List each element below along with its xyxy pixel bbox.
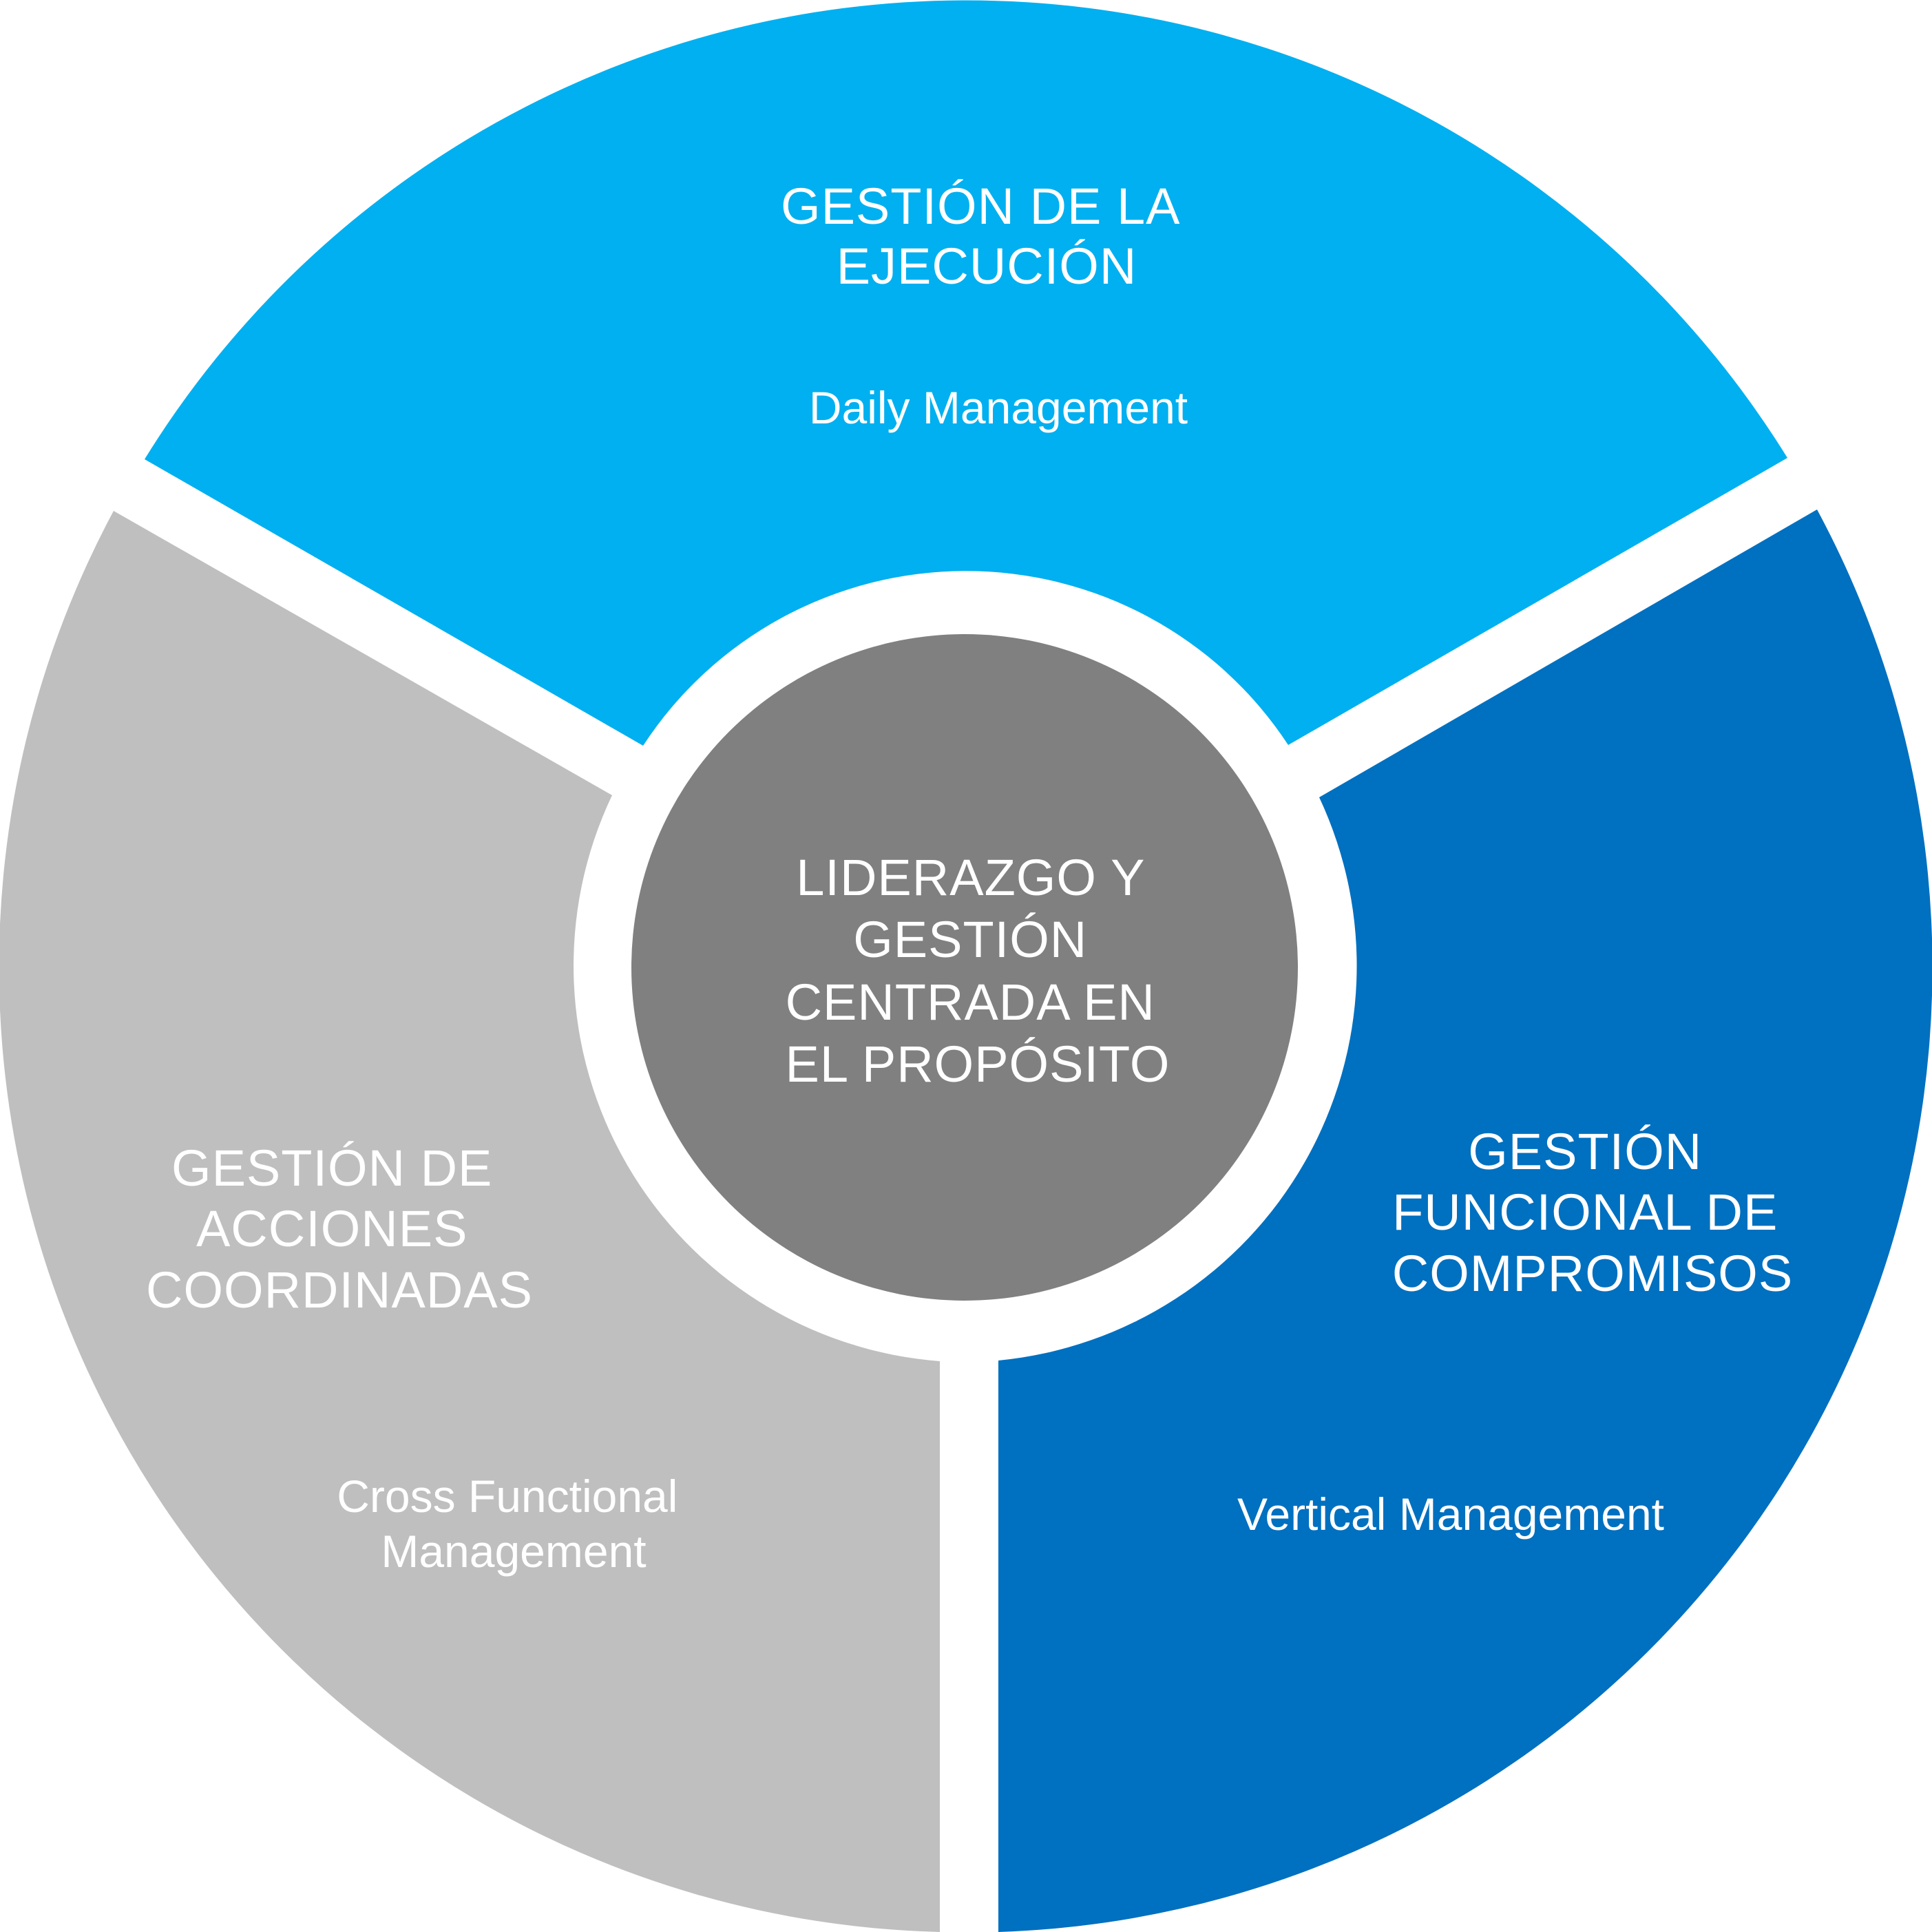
segment-title-line: GESTIÓN DE <box>171 1140 492 1197</box>
center-title-line: LIDERAZGO Y <box>796 849 1144 906</box>
segment-subtitle-line: Vertical Management <box>1237 1489 1664 1540</box>
center-circle <box>631 634 1298 1301</box>
segment-ejecucion-title: GESTIÓN DE LA EJECUCIÓN <box>781 178 1193 295</box>
segment-title-line: EJECUCIÓN <box>837 238 1137 295</box>
segment-compromisos-subtitle: Vertical Management <box>1237 1489 1664 1540</box>
segment-ejecucion-subtitle: Daily Management <box>809 382 1188 433</box>
segment-title-line: GESTIÓN <box>1468 1123 1702 1180</box>
segment-coordinadas-subtitle: Cross Functional Management <box>337 1471 691 1577</box>
center-title: LIDERAZGO Y GESTIÓN CENTRADA EN EL PROPÓ… <box>786 849 1170 1093</box>
segment-coordinadas-title: GESTIÓN DE ACCIONES COORDINADAS <box>146 1140 533 1319</box>
segment-title-line: COMPROMISOS <box>1392 1245 1793 1302</box>
center-title-line: CENTRADA EN <box>786 974 1155 1031</box>
segment-subtitle-line: Daily Management <box>809 382 1188 433</box>
segment-compromisos <box>998 510 1932 1932</box>
segment-title-line: GESTIÓN DE LA <box>781 178 1180 235</box>
segment-subtitle-line: Cross Functional <box>337 1471 678 1522</box>
segment-coordinadas <box>0 511 940 1932</box>
segment-title-line: COORDINADAS <box>146 1261 533 1319</box>
segment-title-line: FUNCIONAL DE <box>1392 1184 1778 1241</box>
segment-title-line: ACCIONES <box>196 1200 468 1257</box>
center-title-line: EL PROPÓSITO <box>786 1036 1170 1093</box>
segment-subtitle-line: Management <box>381 1526 646 1577</box>
segment-compromisos-title: GESTIÓN FUNCIONAL DE COMPROMISOS <box>1392 1123 1793 1302</box>
center-title-line: GESTIÓN <box>853 911 1087 968</box>
segment-ejecucion <box>145 0 1787 746</box>
